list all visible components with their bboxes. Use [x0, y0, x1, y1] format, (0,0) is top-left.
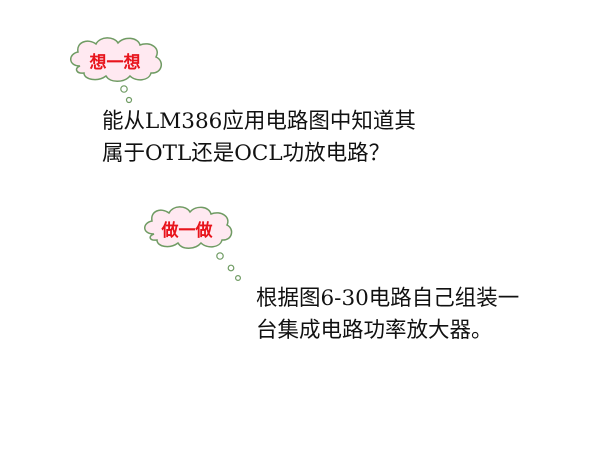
think-cloud: 想一想	[66, 36, 164, 82]
think-question-line-2: 属于OTL还是OCL功放电路？	[102, 141, 391, 166]
think-cloud-label: 想一想	[89, 53, 141, 73]
do-cloud-label: 做一做	[161, 221, 213, 241]
think-question: 能从LM386应用电路图中知道其 属于OTL还是OCL功放电路？	[102, 106, 416, 170]
do-task-line-1: 根据图6-30电路自己组装一	[256, 286, 520, 311]
do-task: 根据图6-30电路自己组装一 台集成电路功率放大器。	[256, 283, 519, 347]
cloud-shape-icon	[144, 206, 233, 249]
think-question-line-1: 能从LM386应用电路图中知道其	[102, 109, 416, 134]
cloud-shape-icon	[70, 37, 163, 82]
do-task-line-2: 台集成电路功率放大器。	[256, 318, 493, 343]
do-cloud: 做一做	[140, 205, 234, 249]
